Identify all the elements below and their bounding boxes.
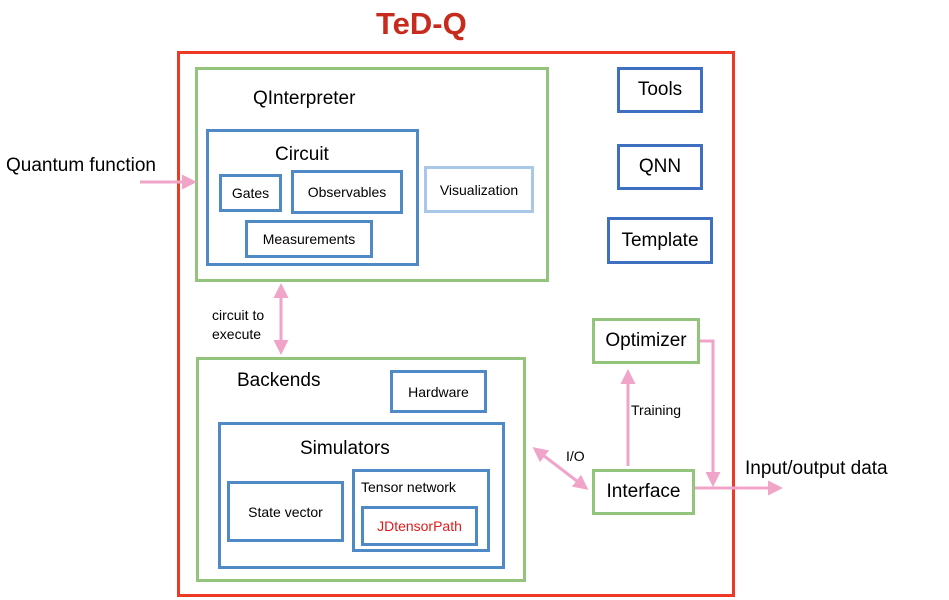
backends-box: [196, 357, 526, 582]
measurements-label: Measurements: [262, 231, 356, 247]
optimizer-box: Optimizer: [592, 318, 700, 364]
interface-label: Interface: [606, 481, 681, 502]
tools-box: Tools: [617, 67, 703, 113]
backends-label: Backends: [237, 370, 321, 391]
qinterpreter-label: QInterpreter: [253, 88, 356, 109]
state-vector-box: State vector: [227, 481, 344, 542]
diagram-title: TeD-Q: [376, 6, 467, 41]
observables-label: Observables: [307, 184, 387, 200]
measurements-box: Measurements: [245, 220, 373, 258]
interface-box: Interface: [592, 469, 695, 515]
training-label: Training: [631, 402, 682, 418]
arrow-optimizer-output: [700, 339, 721, 487]
tedq-container: [177, 51, 735, 597]
observables-box: Observables: [291, 170, 403, 214]
simulators-box: [218, 422, 505, 569]
gates-label: Gates: [231, 185, 270, 201]
tensor-network-label: Tensor network: [361, 479, 456, 495]
tensor-network-box: [352, 469, 490, 552]
state-vector-label: State vector: [248, 503, 323, 520]
simulators-label: Simulators: [300, 438, 390, 459]
hardware-label: Hardware: [408, 383, 469, 400]
circuit-to-execute-label-line2: execute: [212, 326, 262, 342]
template-label: Template: [621, 229, 699, 251]
circuit-to-execute-label-line1: circuit to: [212, 307, 265, 323]
optimizer-label: Optimizer: [605, 330, 687, 351]
quantum-function-label: Quantum function: [6, 155, 156, 176]
arrow-io: [532, 447, 589, 490]
circuit-label: Circuit: [275, 144, 329, 165]
tools-label: Tools: [637, 79, 683, 100]
template-box: Template: [607, 217, 713, 264]
io-data-label: Input/output data: [745, 458, 888, 479]
jdtensorpath-label: JDtensorPath: [377, 518, 462, 534]
gates-box: Gates: [219, 174, 282, 212]
jdtensorpath-box: JDtensorPath: [361, 506, 478, 546]
qnn-box: QNN: [617, 144, 703, 190]
visualization-label: Visualization: [439, 181, 519, 198]
circuit-box: [206, 129, 419, 266]
qnn-label: QNN: [638, 156, 682, 177]
visualization-box: Visualization: [424, 166, 534, 213]
hardware-box: Hardware: [390, 370, 487, 413]
